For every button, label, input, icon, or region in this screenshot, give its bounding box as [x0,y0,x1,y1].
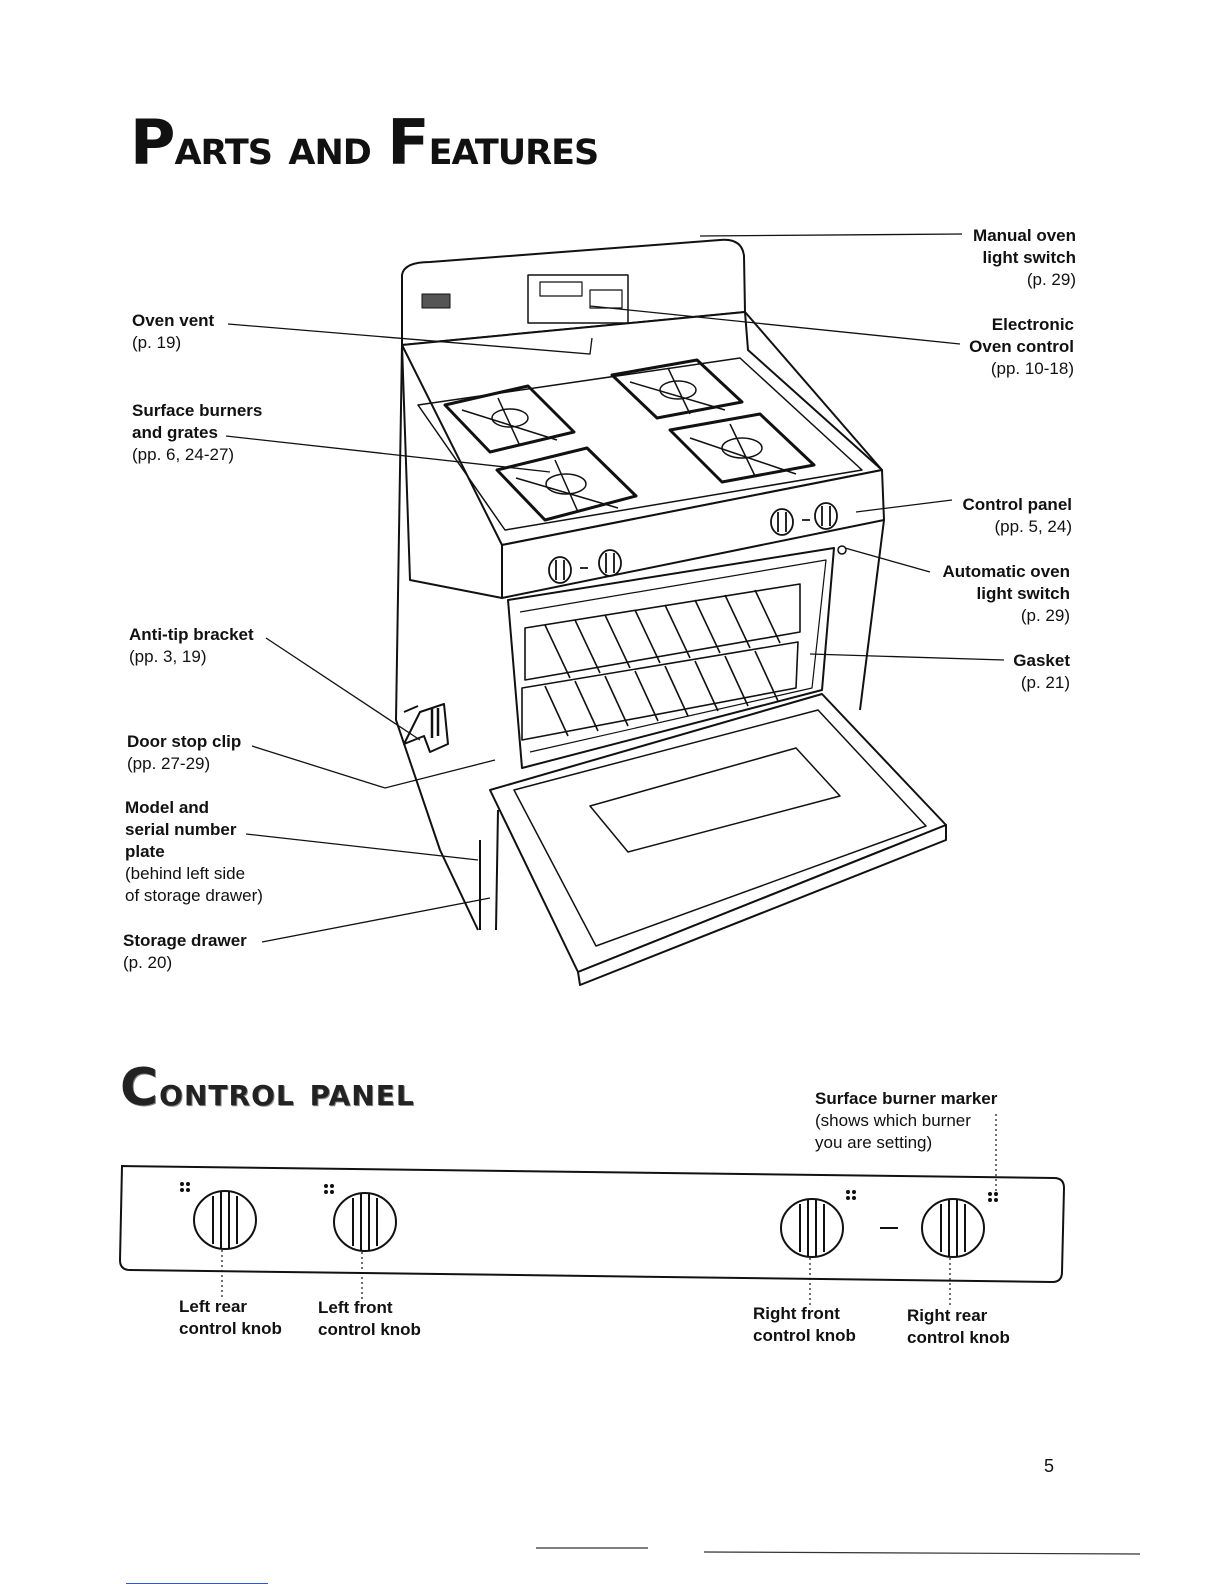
leader-storage-drawer [261,897,491,943]
leader-manual-light [699,233,963,237]
callout-gasket: Gasket (p. 21) [1013,651,1070,692]
callout-electronic-oven-control: Electronic Oven control (pp. 10-18) [969,315,1074,378]
label-left-front-knob: Left front control knob [318,1298,421,1339]
leader-door-stop [251,745,496,789]
section-title-control-panel: Control panel [120,1058,415,1118]
callout-door-stop-clip: Door stop clip (pp. 27-29) [127,732,242,773]
leader-surface-burners [225,435,551,473]
callout-surface-burners: Surface burners and grates (pp. 6, 24-27… [132,401,263,464]
leader-control-panel [855,499,953,513]
leader-anti-tip [265,637,421,741]
callout-automatic-oven-light: Automatic oven light switch (p. 29) [942,562,1070,625]
label-left-rear-knob: Left rear control knob [179,1297,282,1338]
label-right-rear-knob: Right rear control knob [907,1306,1010,1347]
callout-storage-drawer: Storage drawer (p. 20) [123,931,247,972]
callout-manual-oven-light: Manual oven light switch (p. 29) [973,226,1076,289]
leader-electronic-control [589,305,961,345]
leader-auto-light [844,547,931,573]
leader-gasket [809,653,1005,661]
knob-right-rear [921,1198,985,1258]
knob-right-front [780,1198,844,1258]
page-number: 5 [1044,1456,1055,1476]
page-title: Parts and Features [130,106,599,179]
knob-left-front [333,1192,397,1252]
callout-control-panel: Control panel (pp. 5, 24) [962,495,1072,536]
knob-left-rear [193,1190,257,1250]
leader-model-plate [245,833,479,861]
label-right-front-knob: Right front control knob [753,1304,856,1345]
callout-model-serial-plate: Model and serial number plate (behind le… [125,798,263,905]
callout-surface-burner-marker: Surface burner marker (shows which burne… [815,1089,998,1152]
leader-oven-vent [227,323,593,355]
callout-oven-vent: Oven vent (p. 19) [132,311,215,352]
control-panel-strip [118,1164,1066,1284]
callout-anti-tip-bracket: Anti-tip bracket (pp. 3, 19) [129,625,254,666]
